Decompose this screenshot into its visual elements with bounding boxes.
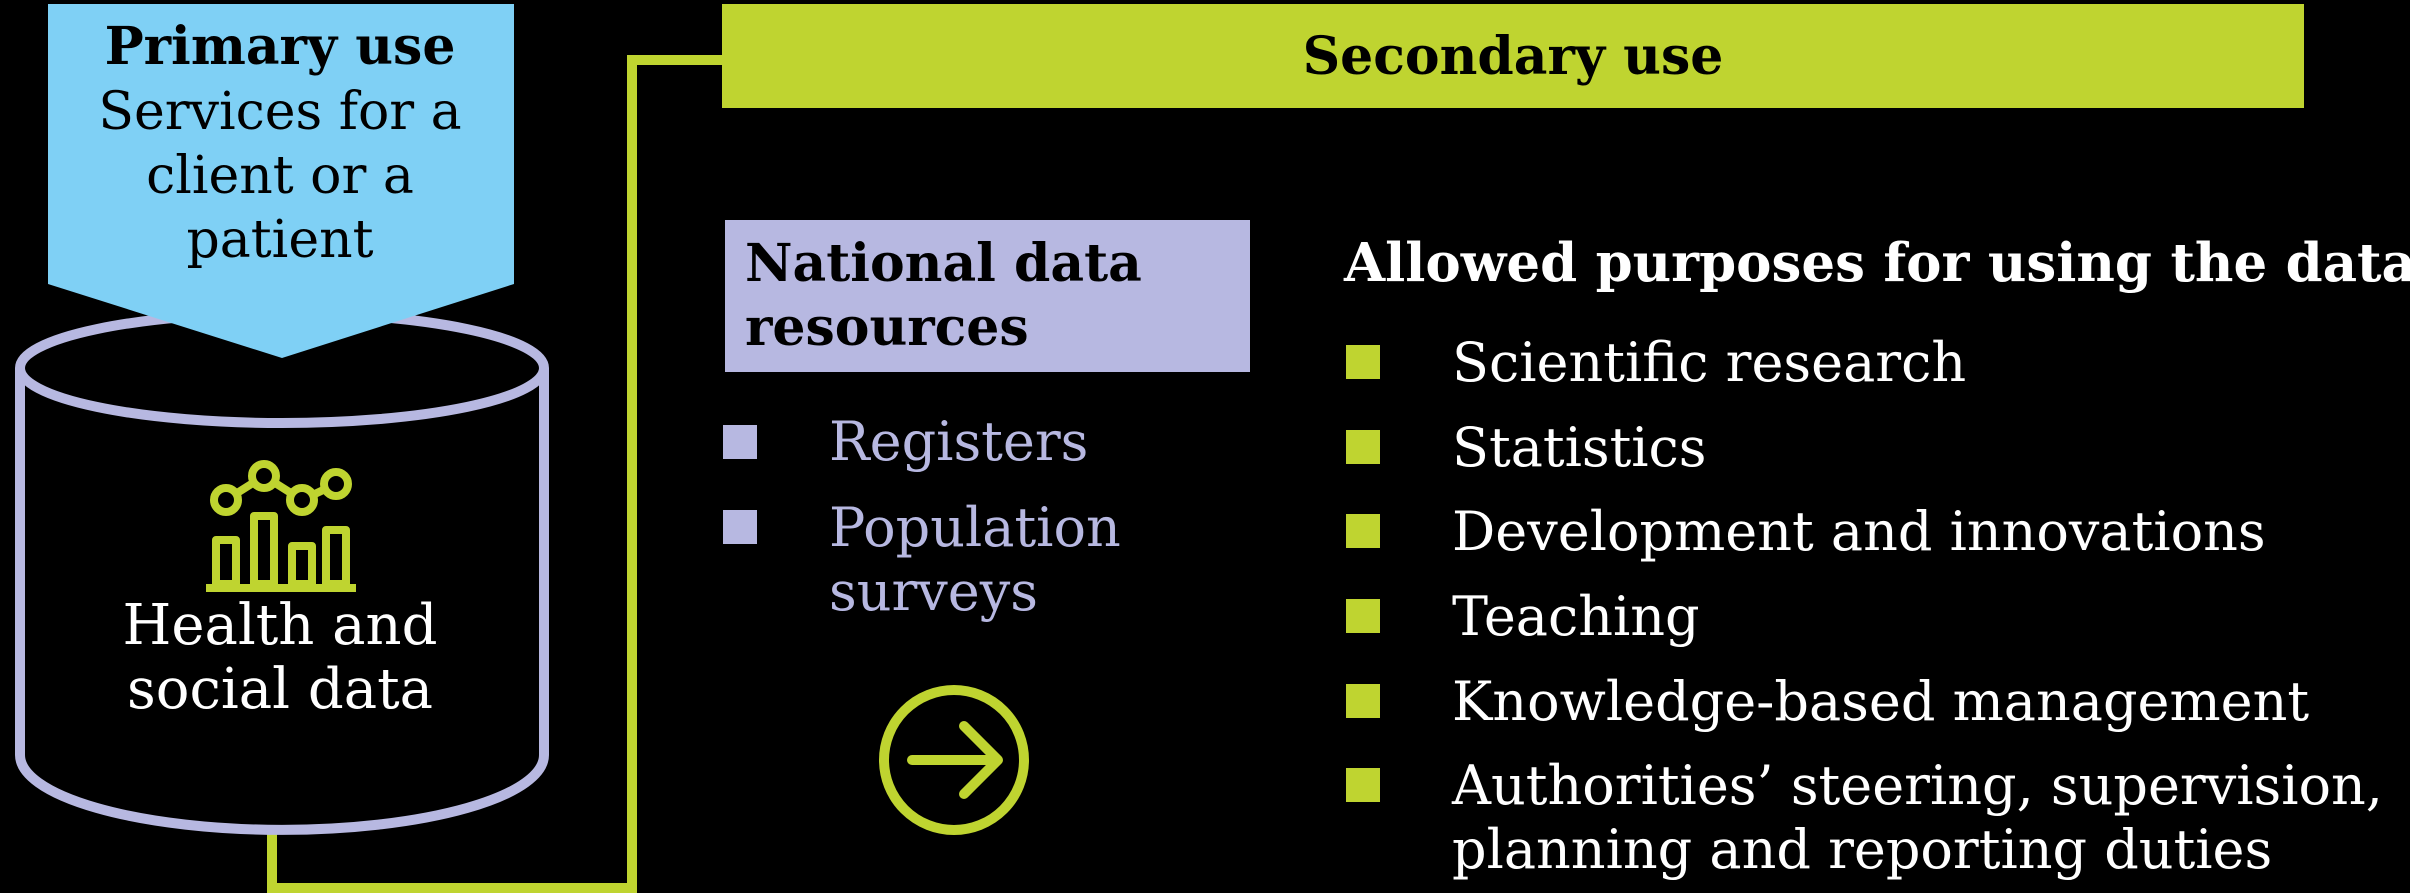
- national-item-population-surveys: Population surveys: [829, 496, 1121, 623]
- purpose-item: Authorities’ steering, supervision, plan…: [1452, 754, 2383, 881]
- bullet-square: [723, 425, 757, 459]
- purpose-item: Statistics: [1452, 416, 1707, 479]
- purpose-item: Development and innovations: [1452, 500, 2266, 563]
- primary-use-title: Primary use: [104, 16, 456, 77]
- purposes-title: Allowed purposes for using the data:: [1344, 232, 2410, 294]
- bullet-square: [1346, 768, 1380, 802]
- database-cylinder: [15, 308, 549, 835]
- purpose-item: Scientific research: [1452, 331, 1967, 394]
- primary-use-banner: [48, 4, 514, 358]
- bullet-square: [1346, 430, 1380, 464]
- arrow-right-circle-icon: [879, 685, 1029, 835]
- connector-line: [267, 55, 722, 893]
- national-resources-title: National data resources: [745, 233, 1142, 358]
- database-label: Health and social data: [122, 593, 438, 722]
- primary-use-subtitle: Services for a client or a patient: [98, 82, 462, 270]
- national-item-registers: Registers: [829, 410, 1089, 473]
- bullet-square: [1346, 345, 1380, 379]
- purpose-item: Knowledge-based management: [1452, 670, 2310, 733]
- bullet-square: [1346, 514, 1380, 548]
- national-resources-box: [725, 220, 1250, 372]
- bullet-square: [723, 510, 757, 544]
- purpose-item: Teaching: [1452, 585, 1700, 648]
- secondary-use-banner: [722, 4, 2304, 108]
- secondary-use-title: Secondary use: [1302, 26, 1724, 87]
- chart-icon: [206, 460, 356, 592]
- bullet-square: [1346, 684, 1380, 718]
- bullet-square: [1346, 599, 1380, 633]
